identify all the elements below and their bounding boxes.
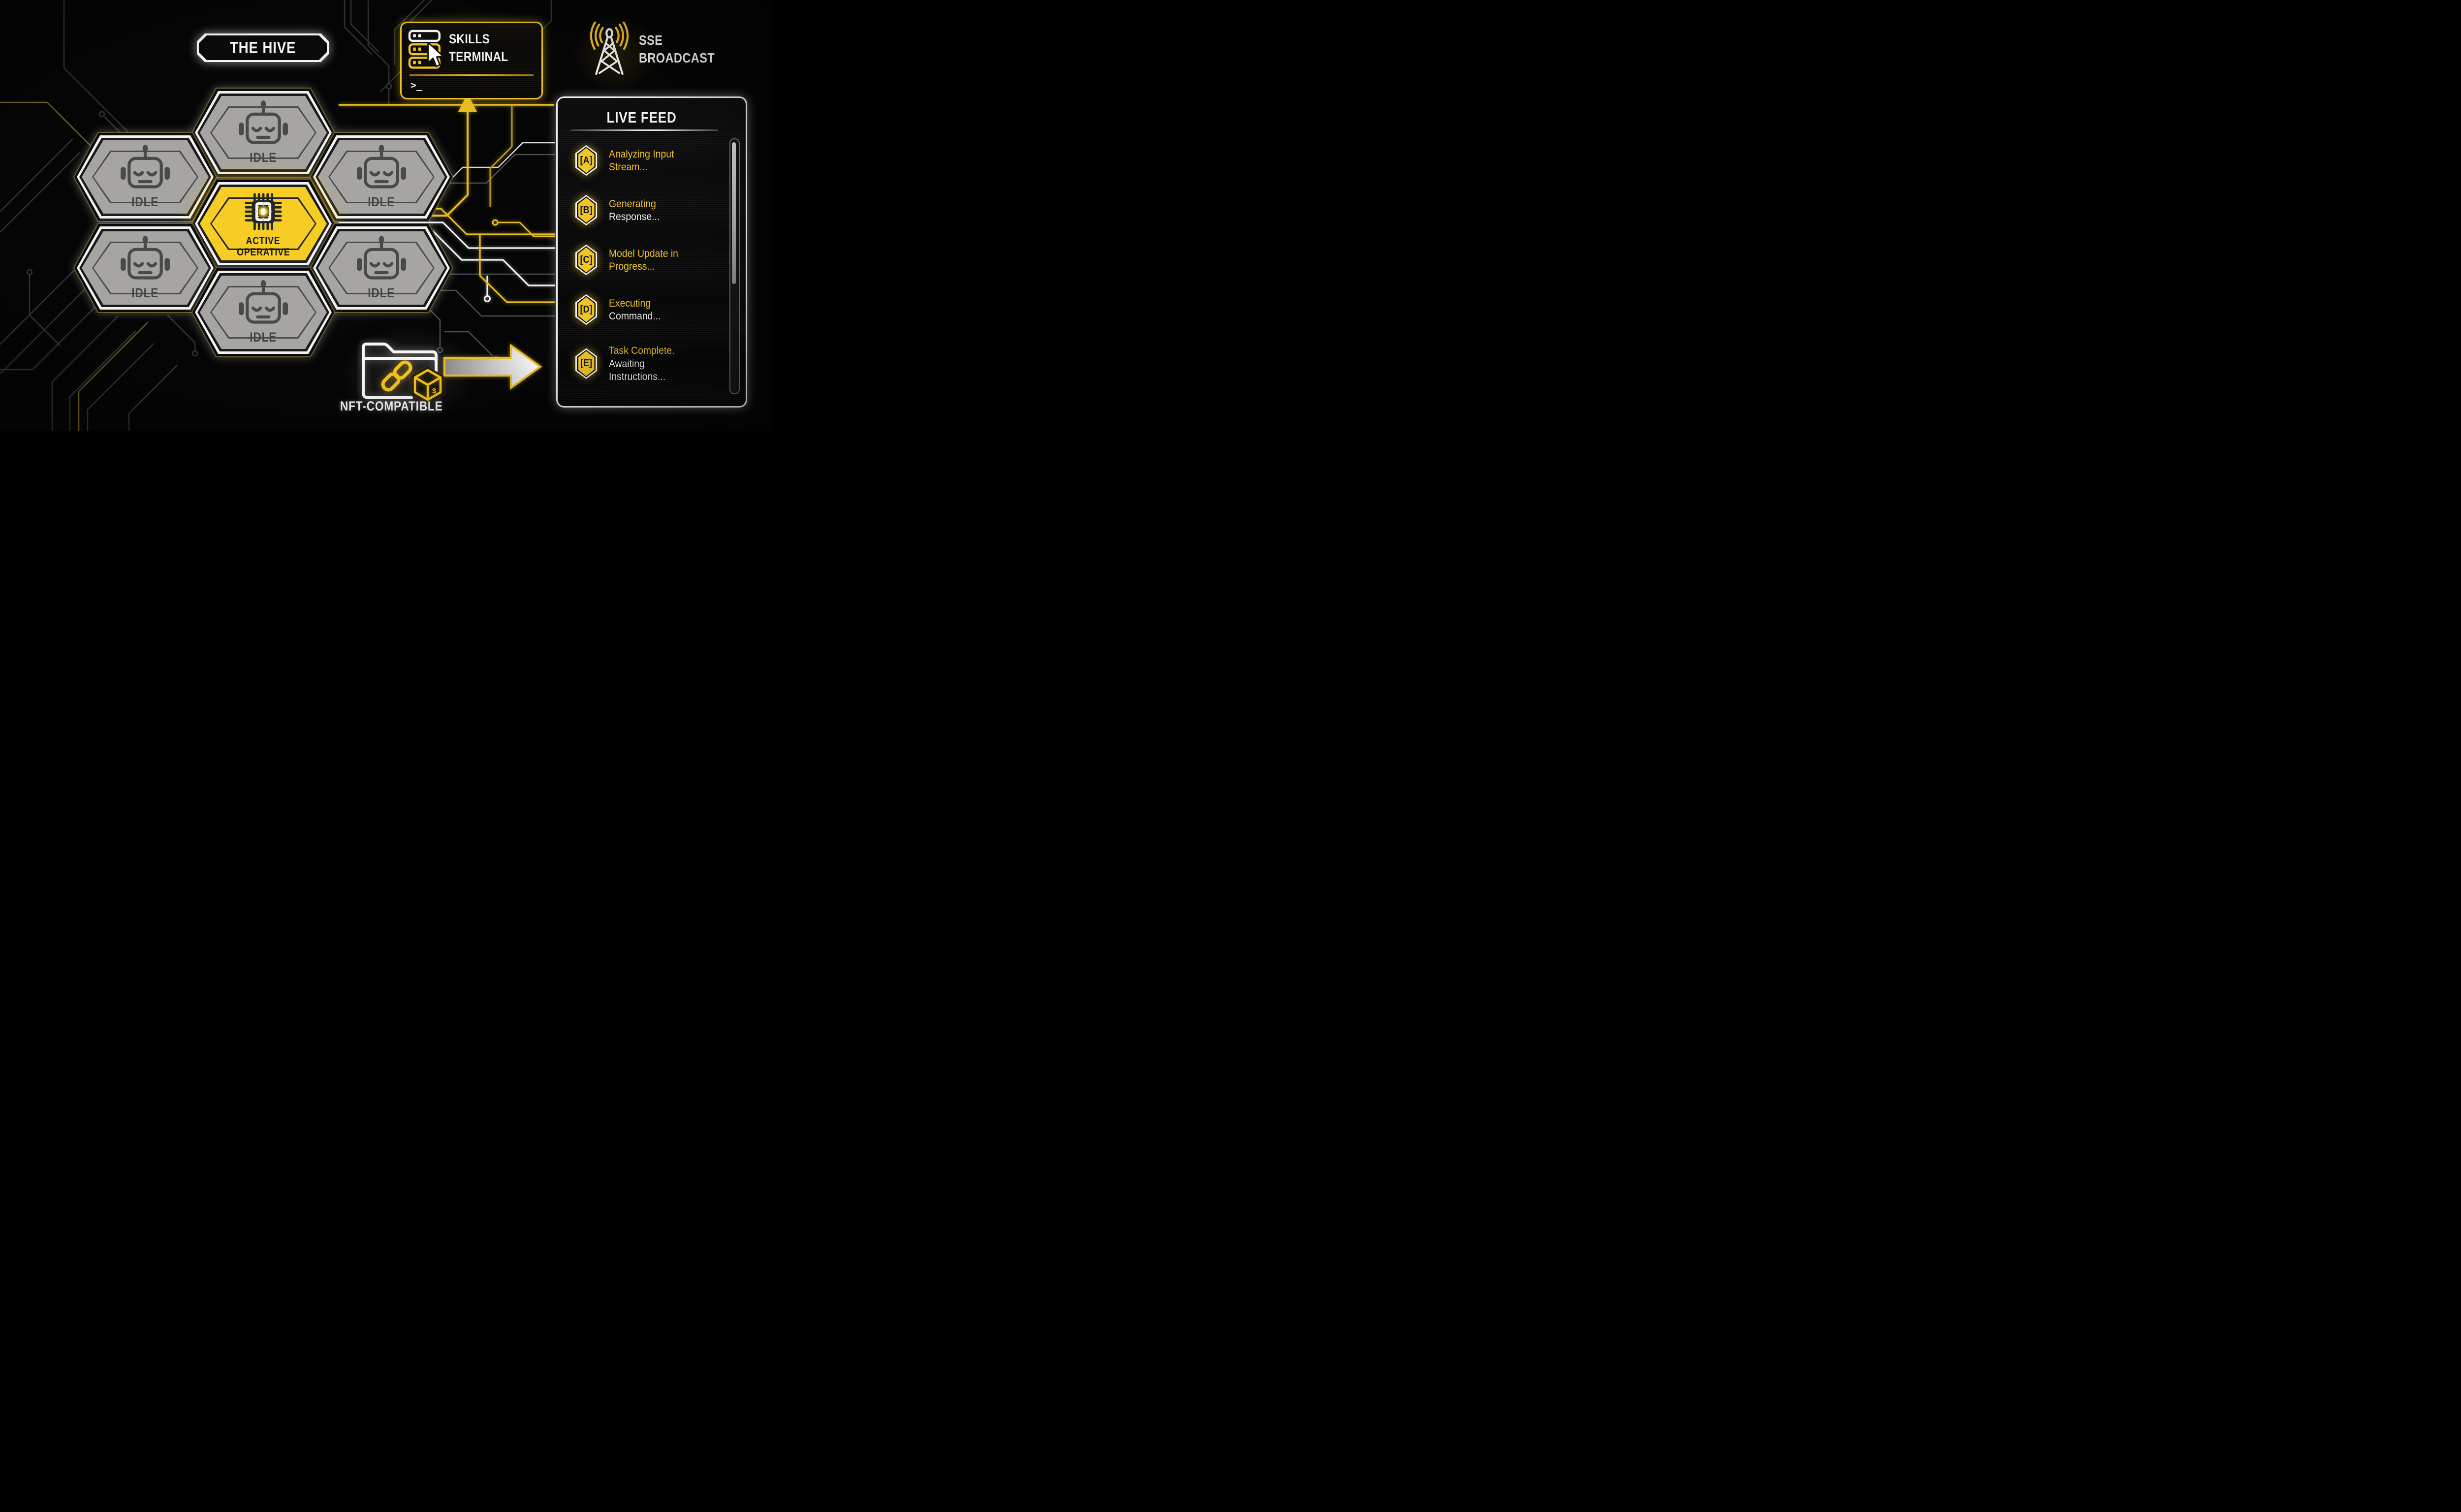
page-title: THE HIVE [229,38,296,57]
nft-compatible-label: NFT-COMPATIBLE [340,399,443,413]
cell-status-label: ACTIVE OPERATIVE [236,235,290,258]
chip-icon [242,190,285,233]
feed-badge: [A] [575,145,597,176]
feed-line: Stream... [609,161,648,173]
feed-badge: [E] [575,348,597,379]
feed-line: Instructions... [609,371,666,382]
feed-line: Awaiting [609,357,645,370]
feed-badge-label: [E] [580,358,592,369]
cell-status-label: IDLE [368,285,395,300]
live-feed-title: LIVE FEED [606,109,677,126]
hive-cell-top: IDLE [191,88,335,178]
feed-badge-label: [D] [580,304,593,315]
broadcast-tower-icon [590,22,629,75]
cell-status-label: IDLE [250,330,277,345]
scrollbar-thumb[interactable] [731,142,736,284]
cursor-icon [427,41,444,67]
hive-title-badge: THE HIVE [197,33,329,62]
hive-cell-lower-left: IDLE [73,223,217,313]
feed-badge: [B] [575,195,597,225]
feed-line: Executing [609,297,651,309]
feed-line: Progress... [609,260,655,272]
feed-badge: [C] [575,245,597,275]
infographic-root: THE HIVE IDLE IDLE IDLE ACTIVE OP [0,0,772,431]
hive-cell-lower-right: IDLE [310,223,453,313]
feed-line: Analyzing Input [609,148,674,160]
skills-terminal-title: SKILLS TERMINAL [449,32,508,64]
robot-icon [117,144,174,193]
cell-status-label: IDLE [131,285,159,300]
sse-broadcast: SSE BROADCAST [585,22,729,77]
feed-line: Task Complete. [609,345,675,356]
svg-text:$: $ [432,387,437,395]
skills-terminal-panel: SKILLS TERMINAL >_ [400,22,543,99]
feed-line: Command... [609,310,661,322]
terminal-prompt: >_ [410,79,423,91]
robot-icon [117,235,174,284]
robot-icon [235,100,292,149]
terminal-separator [410,74,534,76]
feed-line: Generating [609,197,656,210]
cell-status-label: IDLE [368,194,395,209]
server-stack-icon [408,30,444,69]
linked-folder-icon: $ [362,343,444,403]
feed-line: Model Update in [609,247,678,259]
hive-cell-bottom: IDLE [191,267,335,357]
feed-badge: [D] [575,294,597,325]
sse-broadcast-title: SSE BROADCAST [639,32,715,65]
feed-badge-label: [B] [580,204,593,216]
robot-icon [353,144,410,193]
feed-badge-label: [C] [580,254,593,265]
feed-line: Response... [609,211,660,222]
badge-fill [199,35,327,60]
robot-icon [235,280,292,329]
hive-cluster: IDLE IDLE IDLE ACTIVE OPERATIVE [0,0,772,431]
feed-badge-label: [A] [580,155,593,166]
hive-cell-upper-right: IDLE [310,132,453,222]
cell-status-label: IDLE [131,194,159,209]
robot-icon [353,235,410,284]
nft-cube-icon: $ [411,367,444,403]
hive-cell-active-operative: ACTIVE OPERATIVE [191,179,335,269]
hive-cell-upper-left: IDLE [73,132,217,222]
cell-status-label: IDLE [250,150,277,165]
live-feed-scrollbar[interactable] [729,138,740,394]
live-feed-separator [570,129,718,131]
